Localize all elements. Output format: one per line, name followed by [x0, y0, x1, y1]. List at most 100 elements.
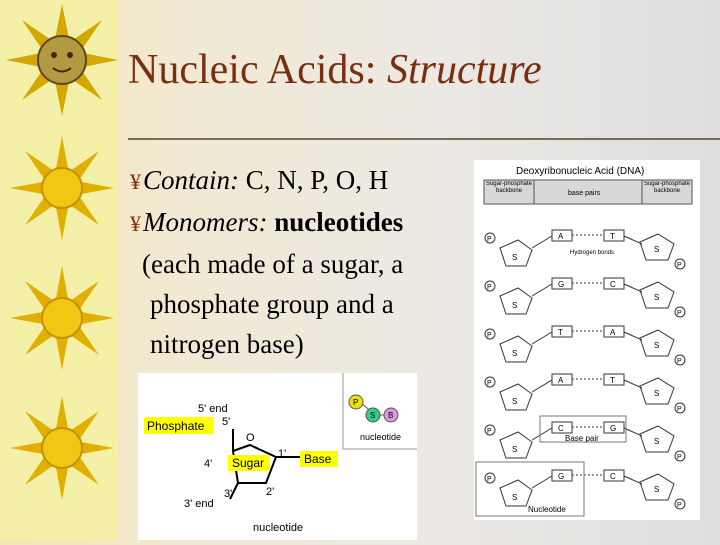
phosphate-label: P [677, 502, 682, 509]
base-letter: T [610, 232, 615, 241]
base-bond [531, 331, 553, 345]
base-pair-label: Base pair [565, 434, 599, 443]
phosphate-node [674, 306, 686, 318]
one-prime-label: 1' [278, 448, 286, 460]
base-letter: G [558, 280, 564, 289]
base-letter: G [610, 424, 616, 433]
inset-p-label: P [353, 398, 358, 407]
base-label: Base [304, 452, 332, 466]
sugar-shape [639, 473, 675, 501]
header-left-label: Sugar-phosphate backbone [485, 181, 533, 194]
title-italic: Structure [386, 47, 542, 93]
base-letter: A [558, 376, 564, 385]
base-bond [623, 379, 643, 389]
sugar-label: S [654, 293, 659, 302]
base-bond [531, 379, 553, 393]
phosphate-label: P [487, 380, 492, 387]
base-letter: C [610, 280, 616, 289]
sugar-label: Sugar [232, 456, 264, 470]
base-letter: A [558, 232, 564, 241]
phosphate-node [484, 376, 496, 388]
nucleotide-box [475, 461, 585, 517]
base-letter: C [610, 472, 616, 481]
title-main: Nucleic Acids: [128, 47, 387, 93]
sugar-shape [639, 377, 675, 405]
dna-figure: Deoxyribonucleic Acid (DNA) Sugar-phosph… [474, 160, 700, 520]
phosphate-node [484, 232, 496, 244]
three-end-label: 3' end [184, 498, 214, 510]
sugar-shape [499, 239, 533, 267]
phosphate-node [674, 402, 686, 414]
sugar-shape [499, 335, 533, 363]
phosphate-node [484, 328, 496, 340]
continuation-line: phosphate group and a [150, 289, 394, 319]
inset-s-label: S [370, 411, 375, 420]
base-bond [623, 283, 643, 293]
sugar-shape [639, 329, 675, 357]
base-box [603, 421, 625, 434]
sugar-ring-shape [231, 443, 278, 484]
slide-title: Nucleic Acids: Structure [128, 46, 542, 94]
sugar-label: S [654, 341, 659, 350]
sugar-label: S [512, 397, 517, 406]
header-right-label: Sugar-phosphate backbone [643, 181, 691, 194]
phosphate-label: P [487, 284, 492, 291]
bullet-label: Contain: [143, 165, 240, 195]
phosphate-label: P [677, 310, 682, 317]
base-bond [531, 427, 553, 441]
base-letter: A [610, 328, 616, 337]
base-bond [531, 475, 553, 489]
phosphate-node [674, 258, 686, 270]
phosphate-label: P [677, 454, 682, 461]
title-divider [128, 138, 720, 140]
phosphate-node [674, 498, 686, 510]
base-pair-box [539, 415, 627, 443]
bullet-contain: ¥Contain: C, N, P, O, H [130, 160, 475, 202]
sugar-shape [639, 425, 675, 453]
bullet-list: ¥Contain: C, N, P, O, H ¥Monomers: nucle… [130, 160, 475, 364]
phosphate-node [484, 472, 496, 484]
five-end-label: 5' end [198, 403, 228, 415]
base-box [603, 469, 625, 482]
sugar-shape [499, 479, 533, 507]
bullet-text: nucleotides [267, 207, 404, 237]
inset-sugar-icon [365, 407, 381, 423]
sugar-label: S [512, 301, 517, 310]
base-bond [623, 235, 643, 245]
phosphate-node [484, 424, 496, 436]
phosphate-node [674, 450, 686, 462]
base-box [603, 277, 625, 290]
o-label: O [246, 432, 255, 444]
sugar-label: S [512, 493, 517, 502]
sugar-label: S [512, 445, 517, 454]
three-label: 3' [224, 488, 232, 500]
sugar-label: S [654, 437, 659, 446]
sugar-label: S [512, 349, 517, 358]
bullet-label: Monomers: [143, 207, 268, 237]
inset-caption: nucleotide [360, 432, 401, 442]
base-box [603, 325, 625, 338]
sugar-label: S [654, 245, 659, 254]
sugar-label: S [654, 485, 659, 494]
base-bond [531, 283, 553, 297]
phosphate-label: P [487, 332, 492, 339]
base-bond [531, 235, 553, 249]
sugar-shape [499, 287, 533, 315]
inset-b-label: B [388, 411, 393, 420]
dna-title: Deoxyribonucleic Acid (DNA) [516, 166, 644, 177]
five-prime-label: 5' [222, 416, 230, 428]
bullet-icon: ¥ [130, 169, 141, 194]
base-box [603, 373, 625, 386]
sugar-shape [499, 431, 533, 459]
phosphate-label: Phosphate [147, 419, 205, 433]
phosphate-label: P [487, 476, 492, 483]
sugar-label: S [512, 253, 517, 262]
base-letter: G [558, 472, 564, 481]
base-letter: T [558, 328, 563, 337]
four-label: 4' [204, 458, 212, 470]
nucleotide-figure: 5' end 5' Phosphate O 1' 4' Sugar Base 3… [138, 373, 417, 540]
base-highlight [300, 451, 338, 467]
base-box [603, 229, 625, 242]
header-mid-label: base pairs [568, 190, 601, 197]
phosphate-label: P [677, 358, 682, 365]
